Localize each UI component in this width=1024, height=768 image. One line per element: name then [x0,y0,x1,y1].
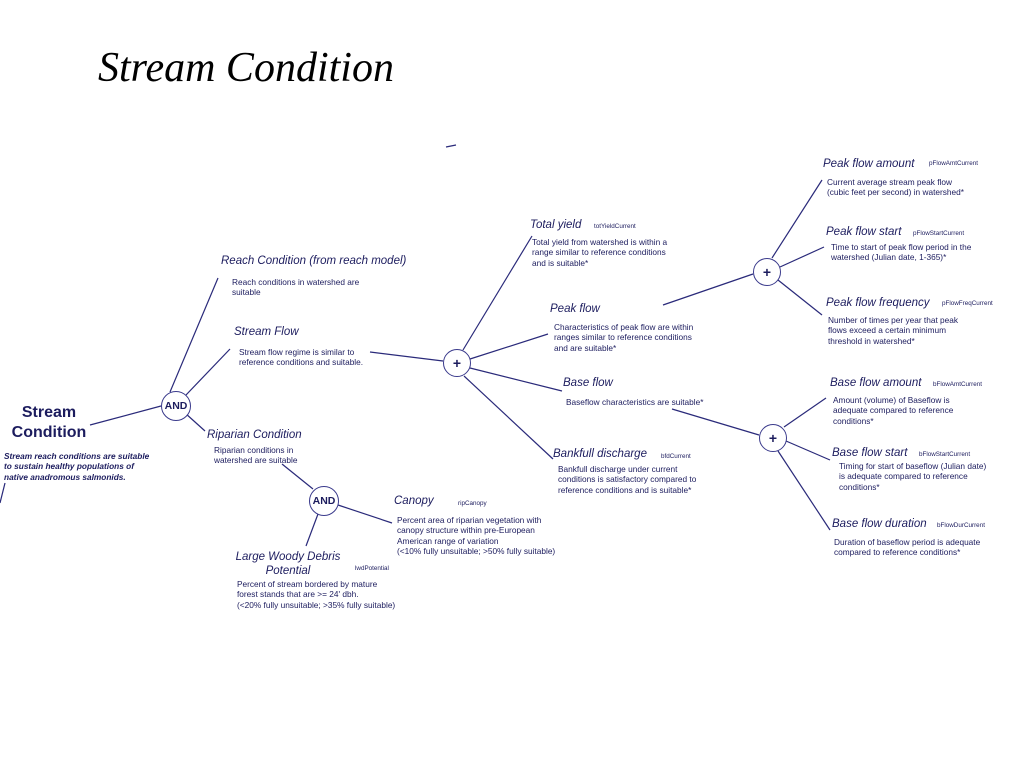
link-plus3-amount [783,397,827,428]
root-node-title: Stream Condition [11,404,87,441]
link-root-left [0,482,6,504]
peak-flow-amount-title: Peak flow amount [823,158,915,170]
link-riparian-and2 [281,463,314,490]
bankfull-code: bfdCurrent [661,453,691,460]
link-plus-bankfull [463,375,554,460]
total-yield-description: Total yield from watershed is within a r… [532,237,668,268]
and-operator-main: AND [161,391,191,421]
plus-operator-base: + [759,424,787,452]
peak-flow-amount-description: Current average stream peak flow (cubic … [827,177,964,198]
base-flow-start-title: Base flow start [832,447,908,459]
plus-operator-peak: + [753,258,781,286]
link-plus-totalyield [462,235,533,351]
base-flow-amount-description: Amount (volume) of Baseflow is adequate … [833,395,954,426]
lwd-title: Large Woody Debris Potential [235,551,341,577]
canopy-description: Percent area of riparian vegetation with… [397,515,556,557]
base-flow-title: Base flow [563,377,613,389]
page-title: Stream Condition [98,45,394,91]
peak-flow-amount-code: pFlowAmtCurrent [929,160,978,167]
stream-flow-title: Stream Flow [234,326,299,338]
peak-flow-start-code: pFlowStartCurrent [913,230,965,237]
base-flow-description: Baseflow characteristics are suitable* [566,397,704,407]
link-baseflow-plus3 [671,408,760,436]
peak-flow-frequency-code: pFlowFreqCurrent [942,300,993,307]
link-plus3-start [785,440,831,461]
base-flow-amount-code: bFlowAmtCurrent [933,381,982,388]
lwd-description: Percent of stream bordered by mature for… [237,579,396,610]
bankfull-description: Bankfull discharge under current conditi… [558,464,697,495]
peak-flow-start-title: Peak flow start [826,226,902,238]
peak-flow-start-description: Time to start of peak flow period in the… [831,242,972,263]
and-operator-riparian: AND [309,486,339,516]
base-flow-duration-code: bFlowDurCurrent [937,522,985,529]
link-peakflow-plus2 [662,273,754,306]
base-flow-start-code: bFlowStartCurrent [919,451,971,458]
link-plus-baseflow [469,367,563,392]
stray-mark [445,144,457,148]
total-yield-code: totYieldCurrent [594,223,636,230]
link-and-riparian [184,412,206,432]
link-plus3-duration [777,450,831,531]
total-yield-title: Total yield [530,219,582,231]
reach-condition-description: Reach conditions in watershed are suitab… [232,277,360,298]
link-plus2-frequency [777,279,823,316]
link-and-streamflow [185,348,231,396]
base-flow-amount-title: Base flow amount [830,377,922,389]
base-flow-start-description: Timing for start of baseflow (Julian dat… [839,461,987,492]
riparian-condition-title: Riparian Condition [207,429,302,441]
base-flow-duration-title: Base flow duration [832,518,927,530]
bankfull-title: Bankfull discharge [553,448,647,460]
root-node-description: Stream reach conditions are suitable to … [4,451,150,482]
peak-flow-title: Peak flow [550,303,600,315]
canopy-title: Canopy [394,495,434,507]
link-and2-lwd [305,513,319,547]
link-and-reach [169,277,219,393]
plus-operator-flow: + [443,349,471,377]
link-plus-peakflow [469,333,549,360]
base-flow-duration-description: Duration of baseflow period is adequate … [834,537,981,558]
peak-flow-frequency-description: Number of times per year that peak flows… [828,315,959,346]
link-streamflow-plus [369,351,444,362]
canopy-code: ripCanopy [458,500,487,507]
link-plus2-start [779,246,825,268]
peak-flow-frequency-title: Peak flow frequency [826,297,930,309]
reach-condition-title: Reach Condition (from reach model) [221,255,407,267]
link-plus2-amount [771,179,823,259]
peak-flow-description: Characteristics of peak flow are within … [554,322,694,353]
lwd-code: lwdPotential [355,565,389,572]
stream-flow-description: Stream flow regime is similar to referen… [239,347,364,368]
link-root-and [89,405,162,426]
link-and2-canopy [337,504,393,524]
riparian-condition-description: Riparian conditions in watershed are sui… [214,445,298,466]
